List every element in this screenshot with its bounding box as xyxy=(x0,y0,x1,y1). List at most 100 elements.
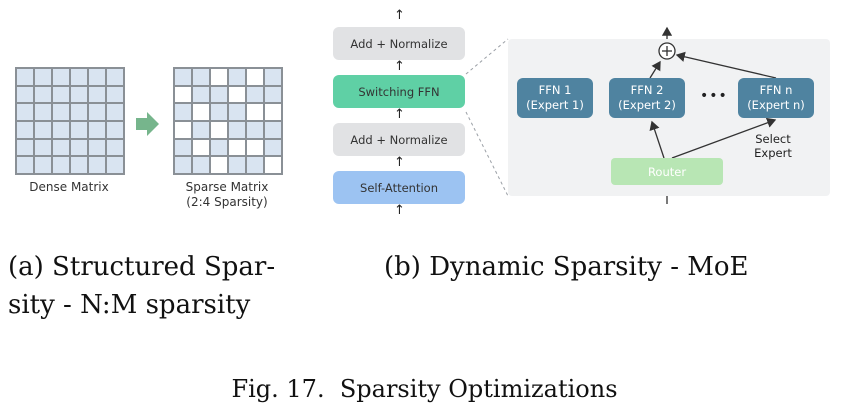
expert-n-subtitle: (Expert n) xyxy=(747,98,805,112)
sparse-matrix-cell xyxy=(228,68,246,86)
stack-input-arrow-icon: ↑ xyxy=(394,203,405,218)
dense-matrix-cell xyxy=(52,120,70,139)
caption-a: (a) Structured Spar- sity - N:M sparsity xyxy=(8,248,275,324)
dense-matrix-cell xyxy=(16,120,34,139)
expert-n-block: FFN n (Expert n) xyxy=(738,78,814,118)
dense-matrix-cell xyxy=(88,85,106,104)
sparse-matrix-cell xyxy=(246,138,264,157)
sparse-matrix-cell xyxy=(210,156,228,174)
stack-arrow-1-icon: ↑ xyxy=(394,59,405,74)
dense-matrix-cell xyxy=(70,120,88,139)
stack-arrow-3-icon: ↑ xyxy=(394,155,405,170)
sparse-matrix-cell xyxy=(264,138,282,157)
dense-matrix-cell xyxy=(88,68,106,86)
sparse-matrix-cell xyxy=(228,156,246,174)
expert-n-name: FFN n xyxy=(759,83,793,97)
sparse-matrix-cell xyxy=(174,120,192,139)
sparse-matrix-cell xyxy=(192,156,210,174)
select-expert-line1: Select xyxy=(755,132,791,146)
dense-matrix-cell xyxy=(106,68,124,86)
caption-a-line1: (a) Structured Spar- xyxy=(8,252,276,282)
dense-matrix-cell xyxy=(88,120,106,139)
dense-matrix-cell xyxy=(88,103,106,121)
caption-b: (b) Dynamic Sparsity - MoE xyxy=(384,252,749,282)
sparse-matrix-cell xyxy=(192,138,210,157)
sparse-matrix-cell xyxy=(246,120,264,139)
dense-matrix-cell xyxy=(16,68,34,86)
dense-matrix-cell xyxy=(106,120,124,139)
sparse-matrix-cell xyxy=(210,85,228,104)
dense-matrix-cell xyxy=(106,103,124,121)
expert-1-name: FFN 1 xyxy=(538,83,572,97)
dense-matrix-label: Dense Matrix xyxy=(29,180,109,194)
dense-matrix-cell xyxy=(52,68,70,86)
sparse-matrix-cell xyxy=(228,138,246,157)
ellipsis-icon: ••• xyxy=(700,88,728,104)
expert-2-name: FFN 2 xyxy=(630,83,664,97)
dense-matrix-cell xyxy=(88,138,106,157)
dense-matrix-cell xyxy=(34,156,52,174)
sparse-matrix-cell xyxy=(210,103,228,121)
expert-1-subtitle: (Expert 1) xyxy=(526,98,584,112)
dense-matrix-cell xyxy=(16,156,34,174)
sparse-matrix-cell xyxy=(192,85,210,104)
add-normalize-block-bottom: Add + Normalize xyxy=(333,123,465,156)
switching-ffn-block: Switching FFN xyxy=(333,75,465,108)
dense-matrix-grid xyxy=(15,67,125,175)
sparse-matrix-cell xyxy=(246,103,264,121)
dense-matrix-cell xyxy=(106,138,124,157)
transform-arrow-icon xyxy=(136,112,159,136)
sparse-matrix-cell xyxy=(174,85,192,104)
sparse-matrix-cell xyxy=(228,103,246,121)
sparse-matrix-cell xyxy=(192,68,210,86)
add-normalize-block-top: Add + Normalize xyxy=(333,27,465,60)
caption-a-line2: sity - N:M sparsity xyxy=(8,290,251,320)
dense-matrix-cell xyxy=(16,103,34,121)
dense-matrix-cell xyxy=(70,138,88,157)
sparse-matrix-cell xyxy=(192,120,210,139)
zoom-line-bottom xyxy=(465,111,509,197)
sparse-matrix-cell xyxy=(246,156,264,174)
sparse-matrix-cell xyxy=(210,120,228,139)
sparse-matrix-cell xyxy=(228,85,246,104)
dense-matrix-cell xyxy=(34,138,52,157)
dense-matrix-cell xyxy=(70,103,88,121)
sparse-matrix-cell xyxy=(246,68,264,86)
sparse-matrix-cell xyxy=(246,85,264,104)
expert-2-block: FFN 2 (Expert 2) xyxy=(609,78,685,118)
dense-matrix-cell xyxy=(52,156,70,174)
sparse-matrix-cell xyxy=(228,120,246,139)
dense-matrix-cell xyxy=(106,85,124,104)
sparse-matrix-cell xyxy=(174,68,192,86)
dense-matrix-cell xyxy=(70,68,88,86)
sparse-matrix-cell xyxy=(174,156,192,174)
sparse-matrix-cell xyxy=(174,138,192,157)
expert-2-subtitle: (Expert 2) xyxy=(618,98,676,112)
select-expert-label: Select Expert xyxy=(742,132,804,160)
sparse-matrix-cell xyxy=(264,85,282,104)
sparse-matrix-cell xyxy=(264,68,282,86)
dense-matrix-cell xyxy=(16,138,34,157)
sparse-matrix-cell xyxy=(174,103,192,121)
dense-matrix-cell xyxy=(70,156,88,174)
dense-matrix-cell xyxy=(88,156,106,174)
sparse-matrix-cell xyxy=(210,68,228,86)
sparse-matrix-cell xyxy=(264,120,282,139)
sparse-matrix-cell xyxy=(210,138,228,157)
stack-output-arrow-icon: ↑ xyxy=(394,8,405,23)
sparse-matrix-label: Sparse Matrix (2:4 Sparsity) xyxy=(160,180,294,210)
router-block: Router xyxy=(611,158,723,185)
dense-matrix-cell xyxy=(70,85,88,104)
dense-matrix-cell xyxy=(52,85,70,104)
expert-1-block: FFN 1 (Expert 1) xyxy=(517,78,593,118)
dense-matrix-cell xyxy=(34,85,52,104)
dense-matrix-cell xyxy=(16,85,34,104)
dense-matrix-cell xyxy=(106,156,124,174)
dense-matrix-cell xyxy=(52,138,70,157)
sparse-matrix-cell xyxy=(192,103,210,121)
sparse-matrix-grid xyxy=(173,67,283,175)
figure-caption: Fig. 17. Sparsity Optimizations xyxy=(231,375,618,403)
dense-matrix-cell xyxy=(34,103,52,121)
select-expert-line2: Expert xyxy=(754,146,792,160)
